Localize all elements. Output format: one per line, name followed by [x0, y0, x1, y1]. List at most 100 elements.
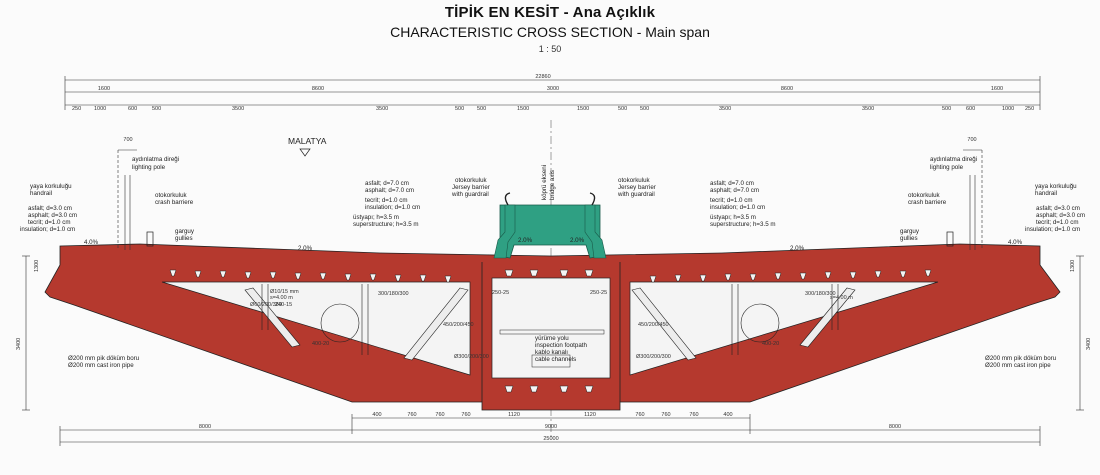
walk-surface-3: tecrit; d=1.0 cm	[1036, 219, 1078, 226]
walk-surface-1: asfalt; d=3.0 cm	[28, 205, 72, 212]
pipe-label-right-tr: Ø200 mm pik döküm boru	[985, 355, 1057, 362]
gully-label-tr: garguy	[900, 228, 920, 235]
dim-handrail-right: 700	[967, 137, 976, 143]
deck-section	[44, 243, 1061, 411]
dim-bottom-inner-value: 400	[723, 412, 732, 418]
axis-label-tr: köprü ekseni	[541, 165, 548, 200]
dim-row3-value: 3500	[719, 106, 731, 112]
detail-tag: 300/180/300	[805, 291, 836, 297]
dim-row3-value: 500	[152, 106, 161, 112]
slope-center-right: 2.0%	[570, 237, 585, 244]
dim-height-left: 3400	[16, 338, 22, 350]
dim-row2-value: 1600	[991, 86, 1003, 92]
detail-tag: 400-20	[762, 341, 779, 347]
inspection-label-3: kablo kanalı	[535, 349, 568, 356]
title-turkish: TİPİK EN KESİT - Ana Açıklık	[444, 4, 656, 21]
pole-label-en: lighting pole	[132, 164, 166, 171]
handrail-label-en: handrail	[30, 190, 52, 197]
detail-tag: Ø300/200/300	[454, 354, 489, 360]
detail-tag: Ø10/15 mm	[270, 289, 299, 295]
crash-barrier-label-en: crash barriere	[155, 199, 194, 206]
pole-label-en: lighting pole	[930, 164, 964, 171]
road-surface-2: asphalt; d=7.0 cm	[710, 187, 759, 194]
gully-label-en: gullies	[900, 235, 918, 242]
dim-row3-value: 600	[966, 106, 975, 112]
lighting-pole-left	[117, 149, 137, 250]
detail-tag: 250-25	[492, 290, 509, 296]
dim-row3-value: 500	[640, 106, 649, 112]
road-surface-3: tecrit; d=1.0 cm	[710, 197, 752, 204]
dim-total-top: 22860	[535, 74, 550, 80]
pole-label-tr: aydınlatma direği	[132, 156, 179, 163]
pipe-label-left-en: Ø200 mm cast iron pipe	[68, 362, 134, 369]
jersey-label-right-3: with guardrail	[617, 191, 655, 198]
title-block: TİPİK EN KESİT - Ana Açıklık CHARACTERIS…	[0, 4, 1100, 54]
dim-handrail-left: 700	[123, 137, 132, 143]
dim-row3: 250 1000 600 500 3500 3500 500 500 1500 …	[72, 106, 1034, 112]
bottom-dimensions	[59, 414, 1041, 446]
detail-tag: 250-25	[590, 290, 607, 296]
handrail-label-en: handrail	[1035, 190, 1057, 197]
inspection-labels: yürüme yolu inspection footpath kablo ka…	[535, 335, 588, 363]
annotations-right: aydınlatma direği lighting pole yaya kor…	[617, 156, 1085, 369]
cell-right	[629, 281, 939, 376]
direction-arrow-icon	[299, 148, 311, 157]
dim-row3-value: 1000	[1002, 106, 1014, 112]
dim-bottom-total: 25000	[543, 436, 558, 442]
dim-bottom-inner-value: 760	[635, 412, 644, 418]
dim-edge-left: 1300	[34, 260, 40, 272]
dim-row2: 1600 8600 3000 8600 1600	[98, 86, 1003, 92]
dim-bottom-inner-value: 760	[661, 412, 670, 418]
jersey-label-left-2: Jersey barrier	[452, 184, 490, 191]
dim-row3-value: 500	[455, 106, 464, 112]
cell-left	[161, 281, 471, 376]
dim-row3-value: 500	[618, 106, 627, 112]
dim-bottom-inner-value: 400	[372, 412, 381, 418]
walk-surface-1: asfalt; d=3.0 cm	[1036, 205, 1080, 212]
gully-label-en: gullies	[175, 235, 193, 242]
dim-row3-value: 600	[128, 106, 137, 112]
detail-tag: 400-20	[312, 341, 329, 347]
dim-edge-right: 1300	[1070, 260, 1076, 272]
handrail-label-tr: yaya korkuluğu	[1035, 183, 1077, 190]
dim-bottom-right: 8000	[889, 424, 901, 430]
dim-bottom-inner-value: 760	[689, 412, 698, 418]
inspection-label-2: inspection footpath	[535, 342, 588, 349]
inspection-label-4: cable channels	[535, 356, 576, 363]
detail-tags: Ø10/15 mm s=4.00 m Ø60/200/380 240-15 40…	[250, 289, 853, 360]
detail-tag: Ø60/200/380	[250, 302, 282, 308]
dim-row2-value: 3000	[547, 86, 559, 92]
inspection-label-1: yürüme yolu	[535, 335, 569, 342]
detail-tag: 300/180/300	[378, 291, 409, 297]
slope-lane-right: 2.0%	[790, 245, 805, 252]
slope-outer-right: 4.0%	[1008, 239, 1023, 246]
crash-barrier-right	[946, 231, 954, 247]
jersey-barrier	[493, 192, 607, 259]
dim-bottom-left: 8000	[199, 424, 211, 430]
road-surface-6: superstructure; h=3.5 m	[353, 221, 419, 228]
detail-tag: Ø300/200/300	[636, 354, 671, 360]
dim-bottom-inner-value: 760	[461, 412, 470, 418]
pipe-label-right-en: Ø200 mm cast iron pipe	[985, 362, 1051, 369]
crash-barrier-left	[146, 231, 154, 247]
dim-row3-value: 3500	[862, 106, 874, 112]
dim-height-right: 3400	[1086, 338, 1092, 350]
road-surface-2: asphalt; d=7.0 cm	[365, 187, 414, 194]
dim-bottom-inner: 400 760 760 760 1120 1120 760 760 760 40…	[372, 412, 732, 418]
dim-bottom-inner-value: 1120	[508, 412, 520, 418]
walk-surface-2: asphalt; d=3.0 cm	[28, 212, 77, 219]
gully-label-tr: garguy	[175, 228, 195, 235]
dim-row3-value: 3500	[376, 106, 388, 112]
detail-tag: 450/200/450	[638, 322, 669, 328]
walk-surface-4: insulation; d=1.0 cm	[20, 226, 75, 233]
dim-row2-value: 8600	[781, 86, 793, 92]
axis-label-en: bridge axis	[549, 170, 556, 200]
road-surface-5: üstyapı; h=3.5 m	[353, 214, 399, 221]
crash-barrier-label-en: crash barriere	[908, 199, 947, 206]
dim-row2-value: 1600	[98, 86, 110, 92]
detail-tag: 450/200/450	[443, 322, 474, 328]
road-surface-3: tecrit; d=1.0 cm	[365, 197, 407, 204]
cell-center	[491, 277, 611, 379]
slope-center-left: 2.0%	[518, 237, 533, 244]
